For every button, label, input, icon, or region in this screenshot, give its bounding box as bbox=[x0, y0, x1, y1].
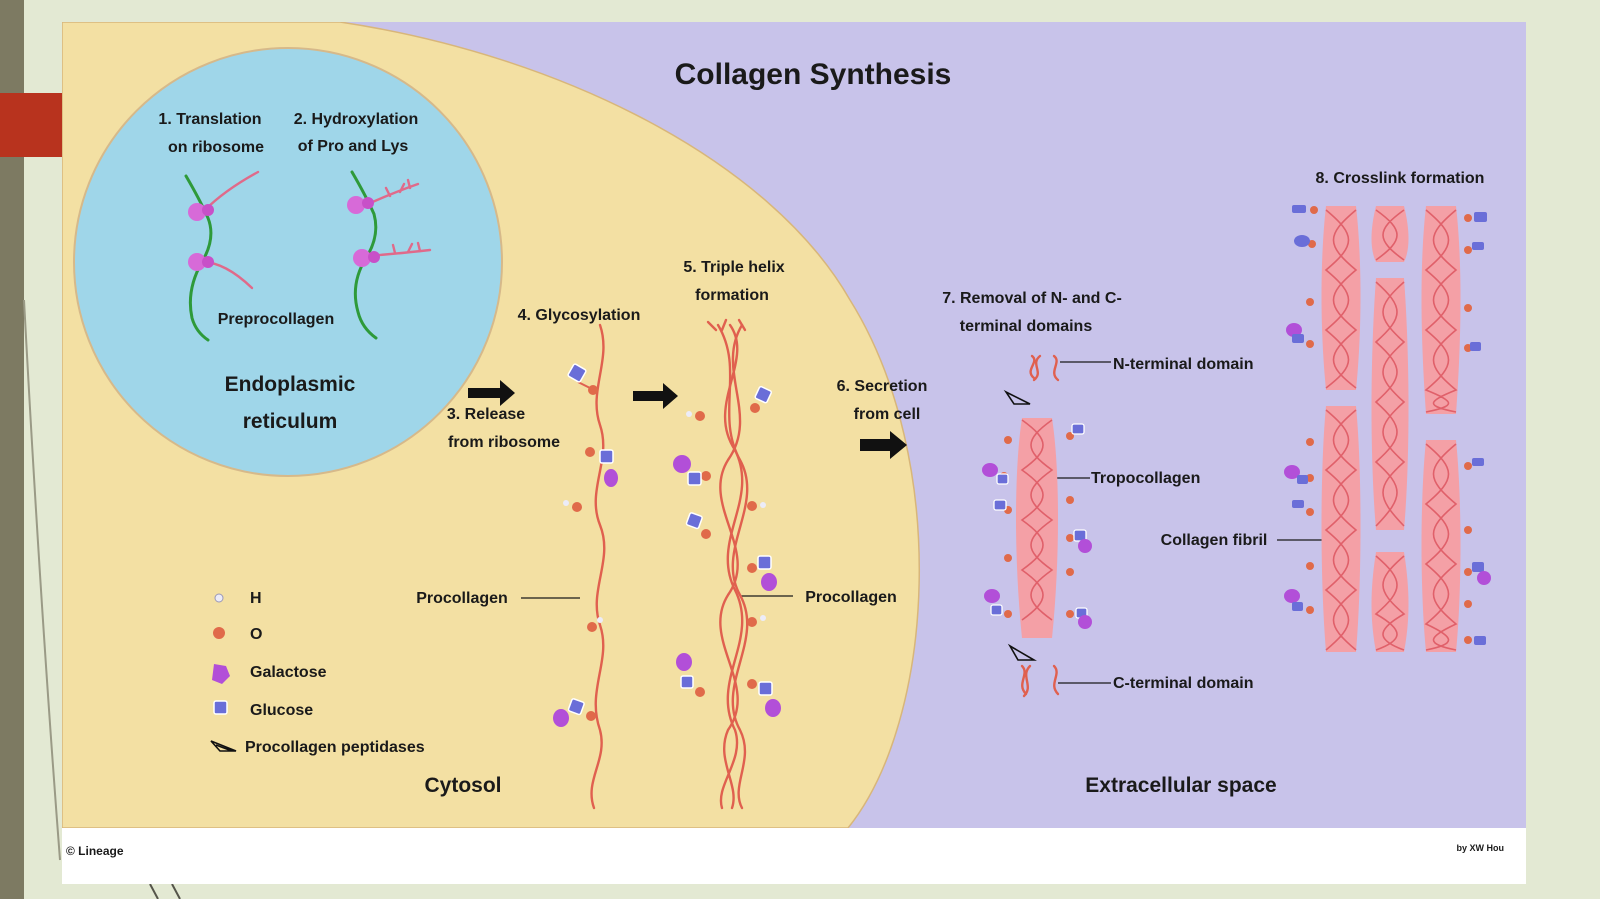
step-7-label-line2: terminal domains bbox=[960, 318, 1093, 335]
c-terminal-label: C-terminal domain bbox=[1113, 675, 1253, 692]
arrow-3-to-4-icon bbox=[468, 380, 515, 406]
n-terminal-label: N-terminal domain bbox=[1113, 356, 1253, 373]
legend-label-glucose: Glucose bbox=[250, 702, 313, 719]
step-1-label: 1. Translation bbox=[158, 111, 261, 128]
legend: H O Galactose Glucose Procollagen peptid… bbox=[210, 590, 425, 756]
er-label: Endoplasmic bbox=[225, 373, 356, 396]
step-4-label: 4. Glycosylation bbox=[518, 307, 641, 324]
hydrogen-icon bbox=[214, 593, 224, 603]
step-8-label: 8. Crosslink formation bbox=[1316, 170, 1485, 187]
footer-bar bbox=[62, 828, 1526, 884]
preprocollagen-label: Preprocollagen bbox=[218, 311, 334, 328]
endoplasmic-reticulum bbox=[73, 47, 503, 477]
legend-label-galactose: Galactose bbox=[250, 664, 327, 681]
step-5-label-line2: formation bbox=[695, 287, 769, 304]
step-3-label: 3. Release bbox=[447, 406, 525, 423]
collagen-fibril-bundle bbox=[1284, 205, 1491, 652]
slide-decor-line bbox=[23, 299, 61, 861]
step-6-label-line2: from cell bbox=[854, 406, 921, 423]
legend-item-peptidase: Procollagen peptidases bbox=[210, 739, 425, 756]
glycosylated-procollagen-chain bbox=[553, 323, 618, 810]
step-3-label-line2: from ribosome bbox=[448, 434, 560, 451]
slide-decor-ticks bbox=[149, 883, 181, 899]
arrow-6-icon bbox=[860, 431, 907, 459]
footer-copyright: © Lineage bbox=[66, 844, 124, 858]
step-7-label: 7. Removal of N- and C- bbox=[942, 290, 1122, 307]
tropocollagen-helix bbox=[982, 418, 1092, 638]
step-2-label-line2: of Pro and Lys bbox=[298, 138, 409, 155]
chain-4-sugars bbox=[553, 363, 618, 727]
er-label-line2: reticulum bbox=[243, 410, 338, 433]
legend-label-oxygen: O bbox=[250, 626, 262, 643]
collagen-fibril-label: Collagen fibril bbox=[1161, 532, 1268, 549]
n-terminal-domain-fragment bbox=[1003, 354, 1060, 405]
preprocollagen-hydroxylation bbox=[347, 170, 432, 340]
peptidase-icon bbox=[210, 740, 237, 752]
galactose-icon bbox=[212, 664, 230, 684]
diagram-title: Collagen Synthesis bbox=[675, 58, 952, 91]
c-peptidase-icon bbox=[1007, 643, 1037, 661]
tropocollagen-label: Tropocollagen bbox=[1091, 470, 1200, 487]
legend-item-hydrogen: H bbox=[214, 590, 262, 607]
footer-credit: by XW Hou bbox=[1457, 843, 1505, 853]
step-5-label: 5. Triple helix bbox=[683, 259, 784, 276]
procollagen-right-label: Procollagen bbox=[805, 589, 897, 606]
step-6-label: 6. Secretion bbox=[837, 378, 928, 395]
fibril-column-2 bbox=[1371, 206, 1409, 652]
c-terminal-domain-fragment bbox=[1007, 643, 1060, 698]
cytosol-label: Cytosol bbox=[424, 774, 501, 797]
triple-helix-procollagen bbox=[673, 318, 781, 810]
step-1-label-line2: on ribosome bbox=[168, 139, 264, 156]
legend-label-hydrogen: H bbox=[250, 590, 262, 607]
legend-item-glucose: Glucose bbox=[213, 700, 313, 719]
legend-label-peptidase: Procollagen peptidases bbox=[245, 739, 425, 756]
legend-item-galactose: Galactose bbox=[212, 664, 327, 684]
fibril-side-groups bbox=[1284, 205, 1491, 645]
arrow-4-to-5-icon bbox=[633, 383, 678, 409]
legend-item-oxygen: O bbox=[213, 626, 262, 643]
slide-accent-block bbox=[0, 93, 62, 157]
glucose-icon bbox=[213, 700, 228, 715]
oxygen-icon bbox=[213, 627, 225, 639]
fibril-column-3 bbox=[1421, 206, 1461, 652]
procollagen-left-label: Procollagen bbox=[416, 590, 508, 607]
preprocollagen-translation bbox=[184, 170, 260, 342]
step-2-label: 2. Hydroxylation bbox=[294, 111, 418, 128]
n-peptidase-icon bbox=[1003, 389, 1031, 405]
extracellular-label: Extracellular space bbox=[1085, 774, 1276, 797]
fibril-column-1 bbox=[1321, 206, 1361, 652]
